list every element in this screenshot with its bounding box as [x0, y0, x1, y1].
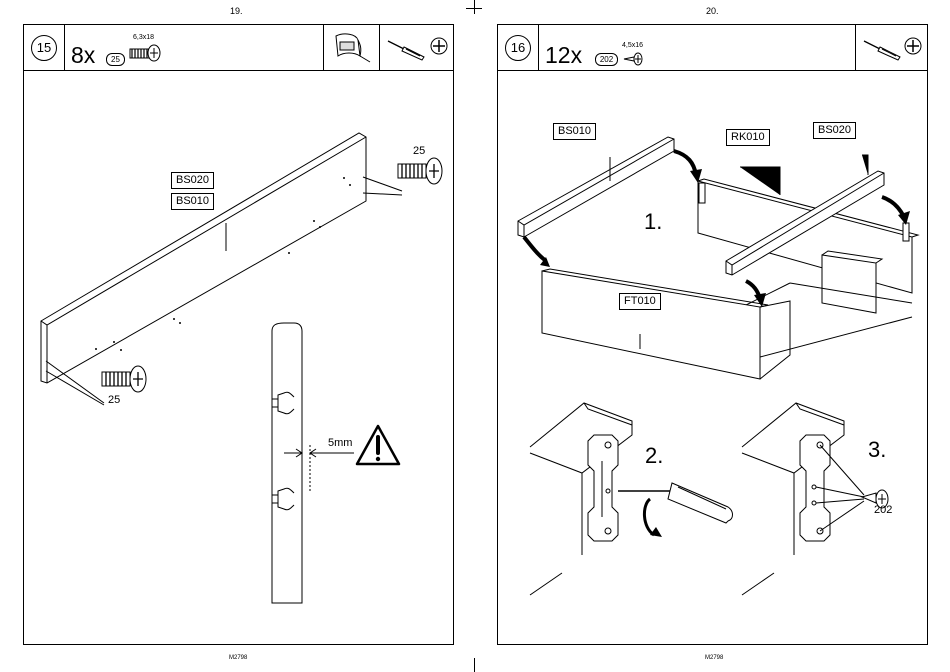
header-divider: [538, 25, 539, 70]
screw-size: 4,5x16: [622, 42, 643, 49]
sub-step-3: 3.: [868, 437, 886, 463]
screw-icon: [622, 51, 644, 67]
hinge-screwdriver-drawing: [522, 395, 752, 625]
screw-quantity: 8x: [71, 43, 95, 67]
screw-quantity: 12x: [545, 43, 582, 67]
gap-label: 5mm: [328, 437, 352, 449]
screw-size: 6,3x18: [133, 34, 154, 41]
drawer-assembly-drawing: [498, 71, 929, 391]
page-number-left: 19.: [230, 6, 243, 16]
step-header-left: 15 8x 25 6,3x18: [24, 25, 453, 71]
step-number: 16: [505, 35, 531, 61]
screw-label-202: 202: [874, 504, 892, 516]
sub-step-1: 1.: [644, 209, 662, 235]
tool-box-left: [379, 25, 454, 70]
screw-icon: [128, 43, 162, 63]
page-left: 15 8x 25 6,3x18: [23, 24, 454, 645]
footer-code-right: M2798: [705, 655, 723, 661]
phillips-head-icon: [904, 37, 922, 55]
warning-icon: [354, 423, 402, 467]
screw-top-label: 25: [413, 145, 425, 157]
screwdriver-icon: [386, 35, 430, 61]
part-reference: 25: [106, 53, 125, 66]
dowel-tape-icon: [330, 30, 374, 66]
board-label-bs010: BS010: [171, 193, 214, 210]
screw-bottom-label: 25: [108, 394, 120, 406]
crop-mark-horizontal: [466, 8, 482, 9]
board-label-bs020: BS020: [171, 172, 214, 189]
crop-mark-top: [474, 0, 475, 14]
screw-top-drawing: [396, 157, 446, 187]
panel-label-bs010: BS010: [553, 123, 596, 140]
hinge-screw-drawing: [734, 395, 924, 625]
sub-step-2: 2.: [645, 443, 663, 469]
panel-label-ft010: FT010: [619, 293, 661, 310]
page-number-right: 20.: [706, 6, 719, 16]
crop-mark-bottom: [474, 658, 475, 672]
tool-box-right: [855, 25, 928, 70]
panel-label-bs020: BS020: [813, 122, 856, 139]
screwdriver-icon: [862, 35, 906, 61]
screw-bottom-drawing: [100, 365, 150, 395]
long-board-drawing: [24, 71, 455, 646]
panel-label-rk010: RK010: [726, 129, 770, 146]
footer-code-left: M2798: [229, 655, 247, 661]
step-header-right: 16 12x 202 4,5x16: [498, 25, 927, 71]
phillips-head-icon: [430, 37, 448, 55]
part-reference: 202: [595, 53, 618, 66]
page-right: 16 12x 202 4,5x16: [497, 24, 928, 645]
header-divider: [64, 25, 65, 70]
dowel-tape-box: [323, 25, 380, 70]
step-number: 15: [31, 35, 57, 61]
